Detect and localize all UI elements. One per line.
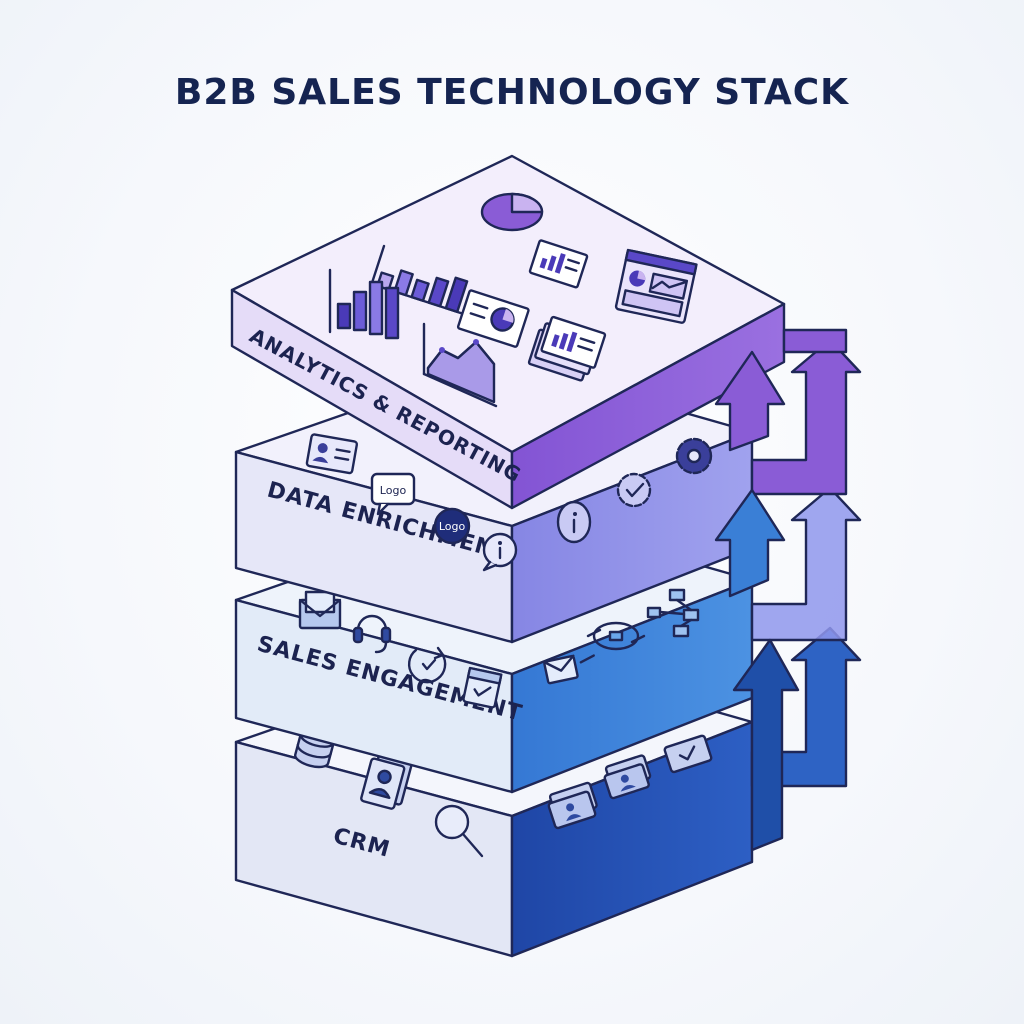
headset-icon [352, 614, 392, 654]
info-coin-icon [556, 500, 592, 544]
calendar-check-icon [462, 666, 503, 709]
verified-gear-icon [616, 472, 652, 508]
logo-badge-icon: Logo [370, 472, 416, 516]
dashboard-window-icon [614, 248, 698, 324]
message-card-icon [663, 734, 713, 774]
stacked-reports-icon [527, 315, 607, 382]
mail-icon [298, 590, 342, 630]
layer-analytics-reporting: ANALYTICS & REPORTING [230, 154, 786, 510]
column-chart-icon [328, 268, 400, 340]
up-arrow-engagement [714, 488, 786, 598]
pie-report-icon [456, 289, 530, 348]
contact-cards-icon [547, 781, 598, 830]
pie-chart-icon [480, 192, 544, 232]
loop-arrow-enrichment [750, 338, 862, 496]
logo-circle-icon: Logo [433, 507, 471, 545]
contact-cards-icon [603, 754, 652, 800]
contact-card-icon [305, 433, 359, 475]
analytics-side-face [510, 302, 786, 510]
contact-stack-icon [360, 753, 413, 810]
magnifier-icon [434, 804, 484, 858]
up-arrow-enrichment [714, 350, 786, 452]
flow-arrows [714, 328, 862, 852]
sync-arrows-icon [586, 621, 646, 651]
info-bubble-icon [482, 532, 518, 572]
envelope-send-icon [542, 654, 595, 685]
diagram-title: B2B SALES TECHNOLOGY STACK [174, 72, 850, 113]
gear-icon [675, 437, 713, 475]
area-chart-icon [422, 322, 498, 408]
up-arrow-crm [732, 638, 800, 852]
report-document-icon [528, 239, 589, 289]
phone-callback-icon [407, 646, 447, 684]
loop-arrow-engagement [750, 486, 862, 642]
loop-arrow-crm [750, 626, 862, 788]
logo-circle-text: Logo [439, 520, 466, 533]
workflow-icon [646, 588, 700, 638]
logo-badge-text: Logo [380, 484, 407, 497]
layer-data-enrichment: DATA ENRICHMENT Logo Logo [234, 358, 754, 644]
loop-arrow-analytics [782, 328, 848, 354]
